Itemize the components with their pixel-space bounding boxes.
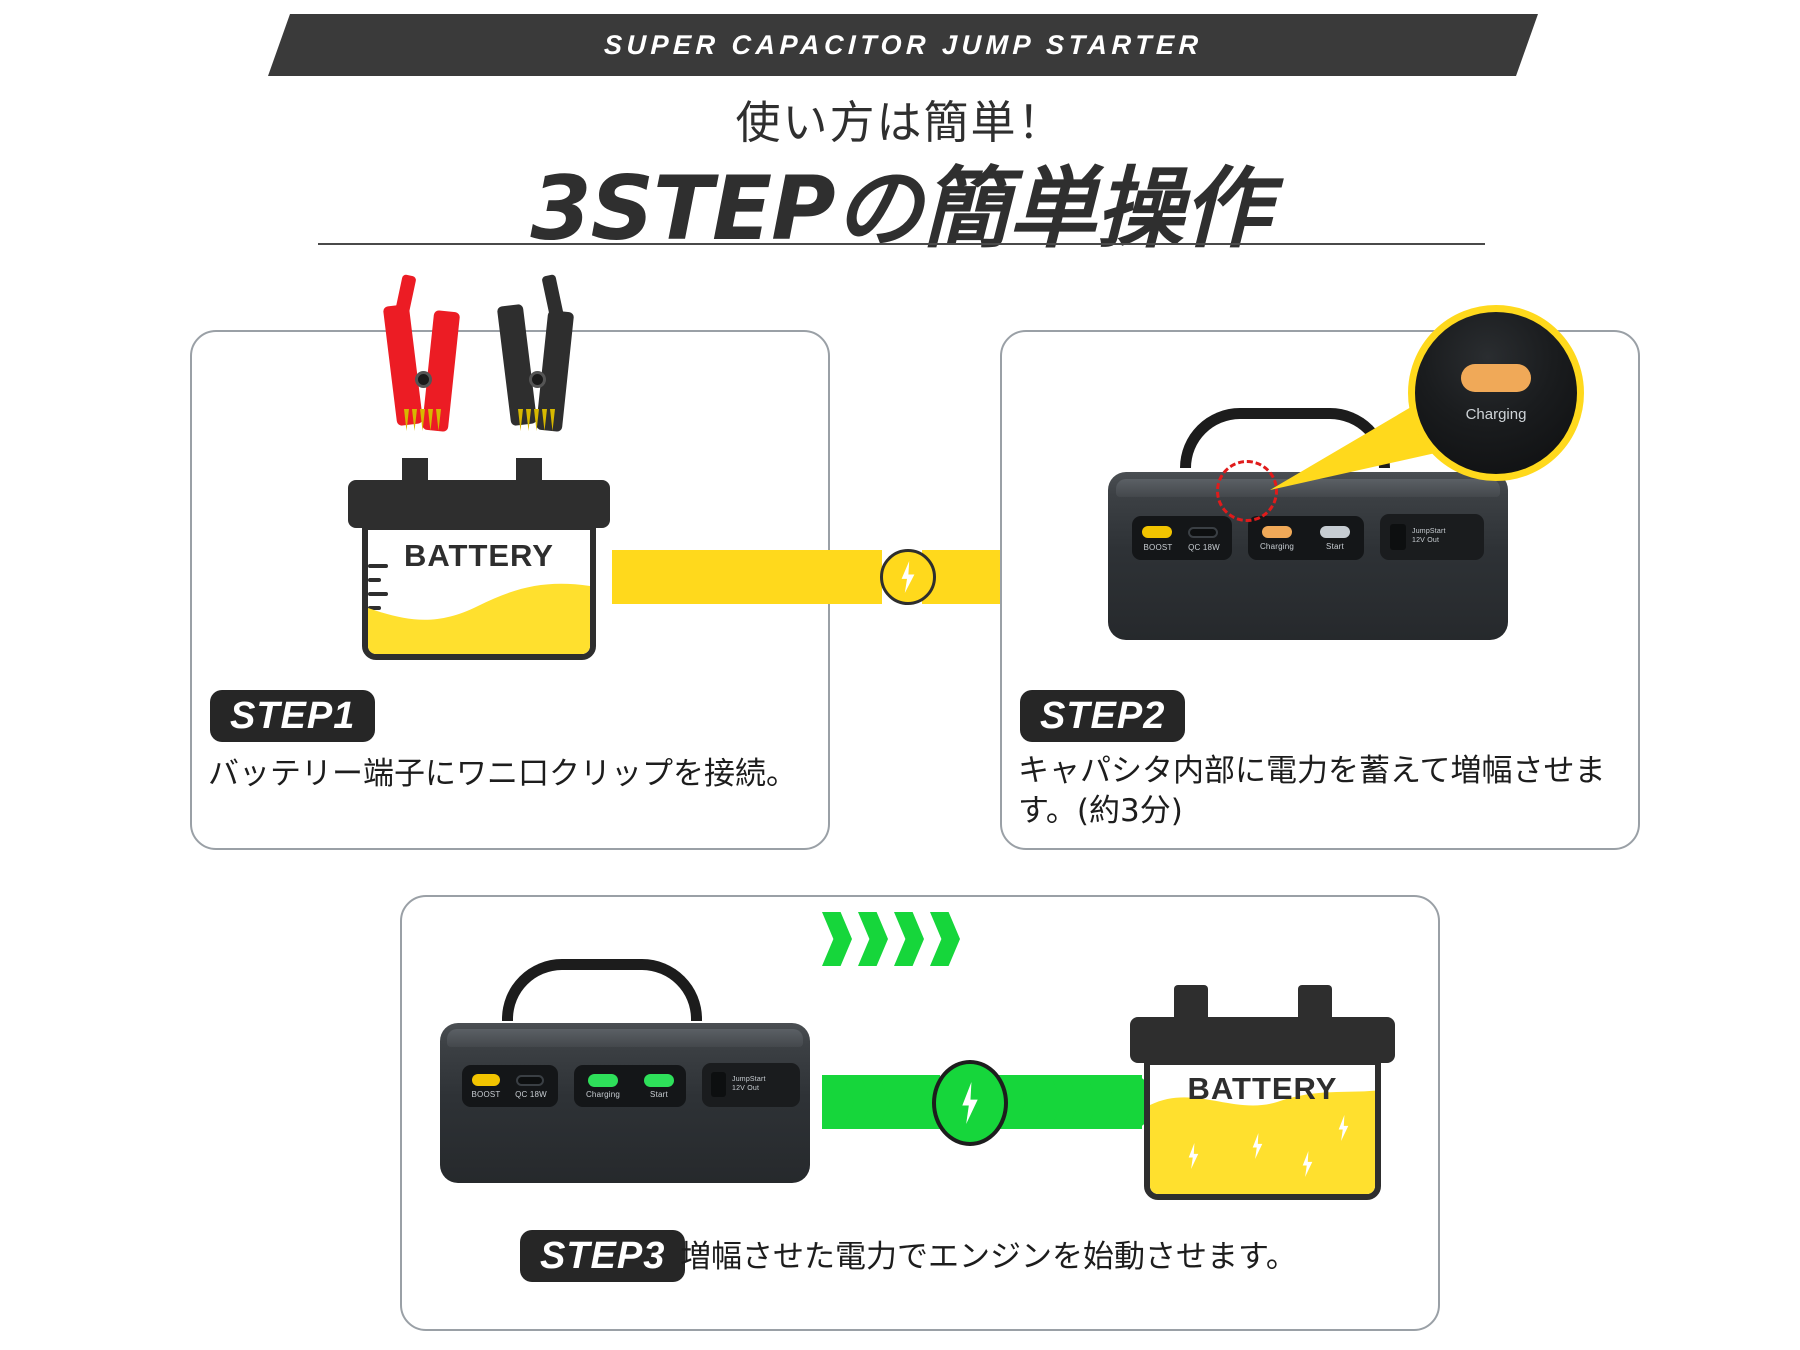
battery-label-step3: BATTERY <box>1187 1071 1338 1106</box>
banner-shape: SUPER CAPACITOR JUMP STARTER <box>268 14 1538 76</box>
battery3-bolt-icon-2 <box>1252 1133 1263 1159</box>
alligator-clip-red <box>382 274 461 455</box>
header-banner: SUPER CAPACITOR JUMP STARTER <box>0 14 1800 80</box>
start-label-step2: Start <box>1326 542 1344 551</box>
device-handle-step3 <box>502 959 702 1021</box>
lightning-bolt-icon-green <box>962 1082 978 1124</box>
battery3-bolt-icon-3 <box>1302 1151 1313 1177</box>
step3-badge: STEP3 <box>520 1230 686 1282</box>
step1-caption: バッテリー端子にワニ口クリップを接続。 <box>208 756 797 792</box>
battery-illustration-step3: BATTERY <box>1130 985 1395 1200</box>
battery3-terminal-positive <box>1174 985 1208 1021</box>
device-top-strip-step3 <box>447 1029 803 1047</box>
charging-label-step3: Charging <box>585 1090 621 1099</box>
jump-starter-device-step2: BOOST QC 18W Charging Start JumpStart 12… <box>1102 408 1514 647</box>
battery3-bolt-icon-4 <box>1338 1115 1349 1141</box>
device-center-panel-step2: Charging Start <box>1248 516 1364 560</box>
battery3-bolt-icon-1 <box>1188 1143 1199 1169</box>
step2-badge: STEP2 <box>1020 690 1186 742</box>
charging-label-step2: Charging <box>1259 542 1295 551</box>
start-led-step3 <box>644 1074 674 1087</box>
output-label-step2: JumpStart 12V Out <box>1412 528 1446 544</box>
qc-label-step2: QC 18W <box>1188 543 1220 552</box>
step1-badge: STEP1 <box>210 690 376 742</box>
battery3-electrolyte-wave <box>1150 1090 1375 1194</box>
battery-illustration-step1: BATTERY <box>348 458 610 660</box>
battery-case: BATTERY <box>362 524 596 660</box>
title-divider <box>318 243 1485 245</box>
lightning-badge-green <box>932 1060 1008 1146</box>
magnifier-pointer-cone <box>1270 390 1440 490</box>
battery-electrolyte-wave <box>368 583 590 654</box>
battery3-case: BATTERY <box>1144 1059 1381 1200</box>
device-left-panel-step3: BOOST QC 18W <box>462 1065 558 1107</box>
lightning-badge-yellow <box>880 549 936 605</box>
battery3-top-cover <box>1130 1017 1395 1063</box>
magnified-charging-label: Charging <box>1465 405 1527 423</box>
device-output-panel-step3: JumpStart 12V Out <box>702 1063 800 1107</box>
headline-subtitle: 使い方は簡単！ <box>735 96 1065 149</box>
battery-terminal-negative <box>516 458 542 484</box>
magnified-charging-led <box>1461 363 1531 392</box>
boost-led-step2 <box>1142 526 1172 538</box>
energy-flow-green-strip <box>822 1075 1192 1129</box>
lightning-bolt-icon <box>901 561 915 593</box>
device-center-panel-step3: Charging Start <box>574 1065 686 1107</box>
magnifier-callout-charging: Charging <box>1408 305 1584 481</box>
headline-title: 3STEPの簡単操作 <box>530 157 1270 260</box>
device-left-panel-step2: BOOST QC 18W <box>1132 516 1232 560</box>
usb-c-port-step3 <box>516 1075 544 1086</box>
battery-label-step1: BATTERY <box>404 538 554 573</box>
alligator-clip-black <box>496 274 575 455</box>
battery-terminal-positive <box>402 458 428 484</box>
energy-flow-green <box>822 912 1162 966</box>
charging-led-step3 <box>588 1074 618 1087</box>
jump-starter-device-step3: BOOST QC 18W Charging Start JumpStart 12… <box>434 959 816 1191</box>
output-socket-icon-step2 <box>1390 524 1406 550</box>
battery-top-cover <box>348 480 610 528</box>
boost-led-step3 <box>472 1074 500 1086</box>
device-output-panel-step2: JumpStart 12V Out <box>1380 514 1484 560</box>
device-top-strip-step2 <box>1116 478 1500 498</box>
banner-title: SUPER CAPACITOR JUMP STARTER <box>603 29 1203 60</box>
usb-c-port-step2 <box>1188 527 1218 538</box>
step2-caption: キャパシタ内部に電力を蓄えて増幅させます。(約3分) <box>1018 753 1606 829</box>
boost-label-step2: BOOST <box>1143 543 1173 552</box>
output-label-step3: JumpStart 12V Out <box>732 1076 766 1092</box>
start-label-step3: Start <box>650 1090 668 1099</box>
device-body-step2: BOOST QC 18W Charging Start JumpStart 12… <box>1108 472 1508 640</box>
battery3-terminal-negative <box>1298 985 1332 1021</box>
charging-led-step2 <box>1262 526 1292 538</box>
qc-label-step3: QC 18W <box>515 1090 547 1099</box>
output-socket-icon-step3 <box>711 1072 726 1097</box>
start-led-step2 <box>1320 526 1350 538</box>
highlight-ring-charging <box>1216 460 1278 522</box>
step3-caption: 増幅させた電力でエンジンを始動させます。 <box>680 1239 1297 1275</box>
boost-label-step3: BOOST <box>471 1090 501 1099</box>
device-body-step3: BOOST QC 18W Charging Start JumpStart 12… <box>440 1023 810 1183</box>
